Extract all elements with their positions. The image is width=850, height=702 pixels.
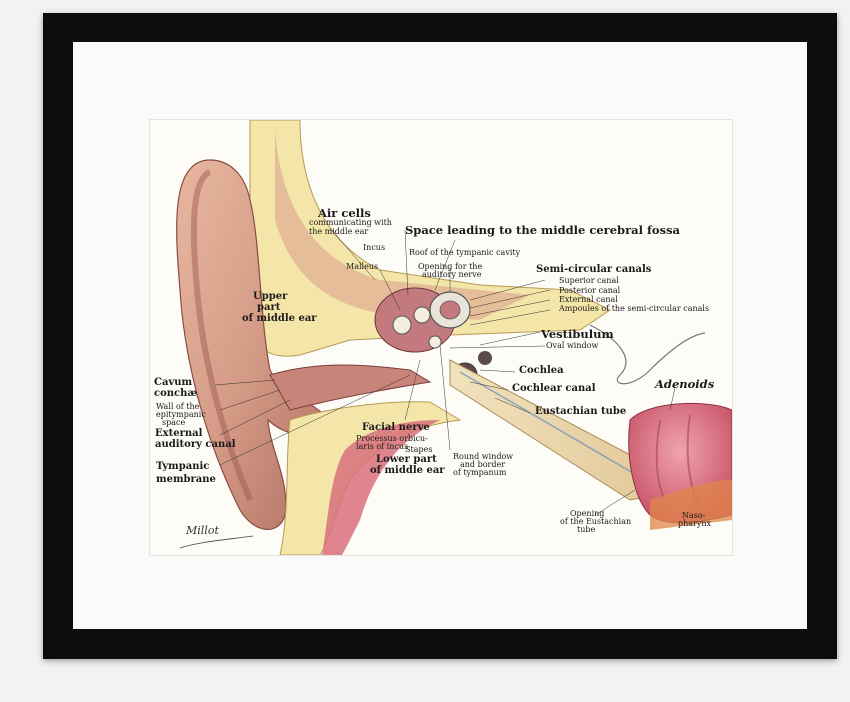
auditory-nerve — [589, 324, 706, 385]
leader-lines — [214, 227, 676, 516]
ear-anatomy-drawing — [176, 120, 732, 555]
label-round-window2: and border — [460, 460, 506, 469]
air-cells-region — [275, 130, 530, 320]
label-ampoules: Ampoules of the semi-circular canals — [559, 304, 710, 313]
label-naso2: pharynx — [678, 519, 712, 528]
label-external1: External — [155, 428, 203, 439]
label-vestibulum: Vestibulum — [541, 327, 614, 341]
label-superior-canal: Superior canal — [559, 276, 619, 285]
label-upper-part3: of middle ear — [242, 313, 317, 324]
eustachian-tube — [449, 359, 656, 501]
pinna-helix — [190, 169, 253, 502]
label-tympanic2: membrane — [156, 474, 216, 485]
label-wall2: epitympanic — [156, 410, 206, 419]
label-facial-nerve: Facial nerve — [362, 422, 430, 433]
signature-underline — [179, 535, 254, 549]
label-cochlea: Cochlea — [519, 365, 564, 376]
label-air-cells: Air cells — [318, 206, 371, 220]
label-cavum1: Cavum — [154, 377, 193, 388]
label-opening-eust2: of the Eustachian — [560, 517, 632, 526]
label-opening-nerve2: auditory nerve — [422, 270, 482, 279]
label-external-canal: External canal — [559, 295, 618, 304]
label-eustachian-tube: Eustachian tube — [535, 406, 627, 417]
label-wall1: Wall of the — [156, 402, 200, 411]
label-semi-circular-canals: Semi-circular canals — [536, 264, 652, 275]
label-stapes: Stapes — [405, 445, 433, 454]
label-wall3: space — [162, 418, 186, 427]
label-processus2: laris of incus — [356, 442, 409, 451]
label-malleus: Malleus — [346, 262, 379, 271]
label-cochlear-canal: Cochlear canal — [512, 383, 596, 394]
label-naso1: Naso- — [682, 511, 706, 520]
label-opening-nerve1: Opening for the — [418, 262, 483, 271]
label-roof: Roof of the tympanic cavity — [409, 248, 521, 257]
ear-anatomy-illustration: Air cells communicating with the middle … — [149, 119, 733, 556]
label-air-cells-sub2: the middle ear — [309, 227, 369, 236]
label-lower-part2: of middle ear — [370, 465, 445, 476]
external-canal — [269, 364, 432, 411]
label-opening-eust3: tube — [577, 525, 596, 534]
label-opening-eust1: Opening — [570, 509, 605, 518]
label-processus1: Processus orbicu- — [356, 434, 428, 443]
label-posterior-canal: Posterior canal — [559, 286, 621, 295]
label-round-window3: of tympanum — [453, 468, 507, 477]
lower-mucosa — [322, 420, 440, 555]
ossicle-stapes — [428, 335, 442, 349]
ossicle-malleus — [392, 315, 412, 335]
nasopharynx — [650, 480, 732, 530]
label-external2: auditory canal — [155, 439, 236, 450]
label-oval-window: Oval window — [546, 341, 599, 350]
label-space-fossa: Space leading to the middle cerebral fos… — [405, 223, 680, 237]
label-incus: Incus — [363, 243, 386, 252]
label-lower-part1: Lower part — [376, 454, 437, 465]
ossicle-incus — [413, 306, 431, 324]
label-upper-part1: Upper — [253, 291, 288, 302]
label-upper-part2: part — [257, 302, 281, 313]
label-tympanic1: Tympanic — [156, 461, 210, 472]
artist-signature: Millot — [186, 524, 219, 537]
label-air-cells-sub1: communicating with — [309, 218, 392, 227]
label-cavum2: conchæ — [154, 388, 198, 399]
label-adenoids: Adenoids — [655, 377, 715, 391]
label-round-window1: Round window — [453, 452, 514, 461]
